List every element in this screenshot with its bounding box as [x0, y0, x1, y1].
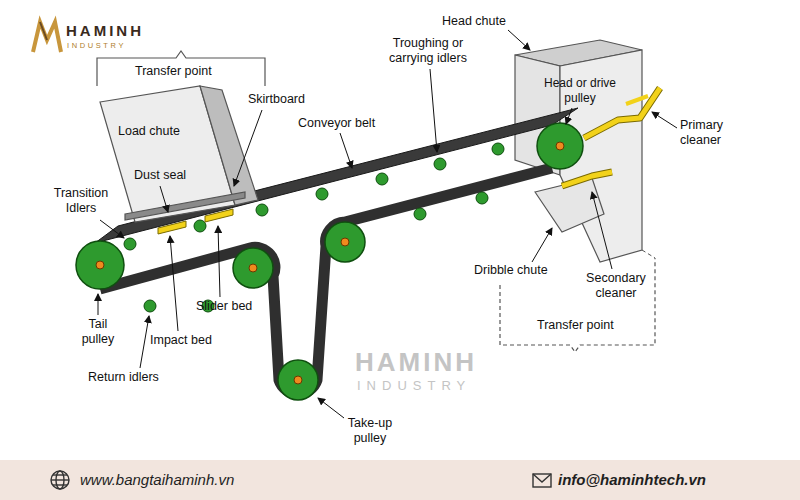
part-label: Conveyor belt: [298, 116, 375, 131]
pulleys: [76, 123, 583, 400]
part-label: Primary cleaner: [680, 118, 742, 148]
watermark: HAMINH: [355, 348, 477, 376]
part-label: Slider bed: [196, 299, 252, 314]
part-label: Dust seal: [134, 168, 186, 183]
load-chute: [100, 86, 258, 222]
part-label: Head or drive pulley: [538, 76, 622, 106]
part-label: Transition Idlers: [48, 186, 114, 216]
transfer-bracket: [97, 51, 265, 86]
footer-band: [0, 460, 800, 500]
email-text: info@haminhtech.vn: [558, 471, 706, 489]
part-label: Return idlers: [88, 370, 159, 385]
part-label: Troughing or carrying idlers: [380, 36, 476, 66]
part-label: Load chute: [118, 124, 180, 139]
head-chute: [515, 40, 642, 262]
leader-lines: [98, 30, 677, 418]
part-label: Skirtboard: [248, 92, 305, 107]
logo-text: HAMINH: [66, 22, 144, 39]
part-label: Head chute: [442, 14, 506, 29]
section-label: Transfer point: [537, 318, 614, 333]
watermark: INDUSTRY: [357, 378, 471, 393]
part-label: Dribble chute: [474, 263, 548, 278]
part-label: Take-up pulley: [340, 416, 400, 446]
logo-subtext: INDUSTRY: [67, 41, 126, 50]
globe-icon: [51, 471, 69, 489]
part-label: Impact bed: [150, 333, 212, 348]
part-label: Tail pulley: [72, 317, 124, 347]
envelope-icon: [533, 474, 551, 487]
part-label: Secondary cleaner: [580, 271, 652, 301]
pulley-hubs: [96, 142, 564, 384]
website-text: www.bangtaihaminh.vn: [80, 471, 234, 489]
logo-mark: [33, 22, 61, 52]
footer-band: www.bangtaihaminh.vn info@haminhtech.vn: [0, 460, 800, 500]
conveyor-belt: [95, 108, 578, 243]
section-label: Transfer point: [135, 64, 212, 79]
